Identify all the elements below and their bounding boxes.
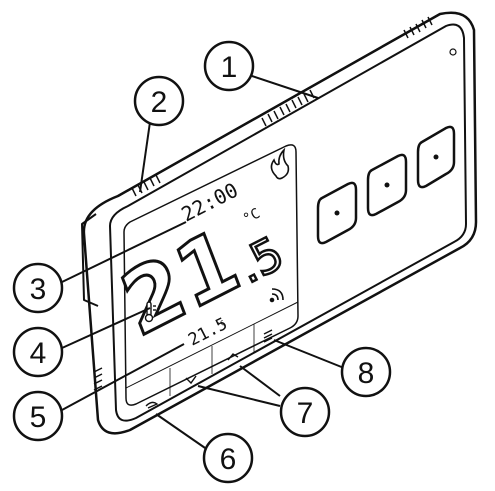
side-button-2[interactable] [366,153,408,217]
thermometer-icon [144,301,156,323]
device-top-edge [117,13,441,197]
callout-2-label: 2 [151,86,168,119]
display-window [123,144,299,406]
leader-8 [273,339,345,369]
callout-3: 3 [12,262,64,314]
set-unit: °C [215,319,226,330]
callout-3-label: 3 [30,273,47,306]
callout-4-label: 4 [30,337,47,370]
leader-7b [239,365,281,397]
callouts: 1 2 3 4 5 6 7 8 [12,40,392,484]
callout-8-label: 8 [358,357,375,390]
side-buttons[interactable] [316,125,456,245]
wall-bracket [81,213,99,307]
bottom-left-vent [93,367,103,391]
leader-6 [155,413,209,451]
touch-row-separator [125,301,299,389]
callout-8: 8 [340,346,392,398]
top-right-vent [403,16,433,39]
callout-4: 4 [12,326,64,378]
callout-2: 2 [133,75,185,127]
callout-5: 5 [12,390,64,442]
callout-7: 7 [279,386,331,438]
indicator-led [449,48,457,56]
thermostat-device [81,11,478,435]
leader-4 [61,307,151,349]
leader-lines [61,75,345,451]
side-button-3[interactable] [416,125,456,189]
callout-6-label: 6 [220,443,237,476]
leader-5 [61,343,185,411]
callout-7-label: 7 [297,397,314,430]
top-vent [261,89,315,127]
chevron-down-icon[interactable] [185,375,197,385]
flame-icon [270,147,290,180]
menu-icon[interactable] [263,329,273,343]
side-button-1[interactable] [316,181,358,245]
leader-2 [139,121,151,193]
back-arrow-icon[interactable] [145,401,159,409]
callout-1: 1 [203,40,255,92]
leader-1 [251,75,319,99]
callout-5-label: 5 [30,401,47,434]
leader-7a [197,385,281,407]
wifi-icon [269,288,284,303]
callout-6: 6 [202,432,254,484]
chevron-up-icon[interactable] [227,353,239,361]
main-unit: °C [241,206,263,228]
leader-3 [61,221,187,283]
callout-1-label: 1 [221,51,238,84]
